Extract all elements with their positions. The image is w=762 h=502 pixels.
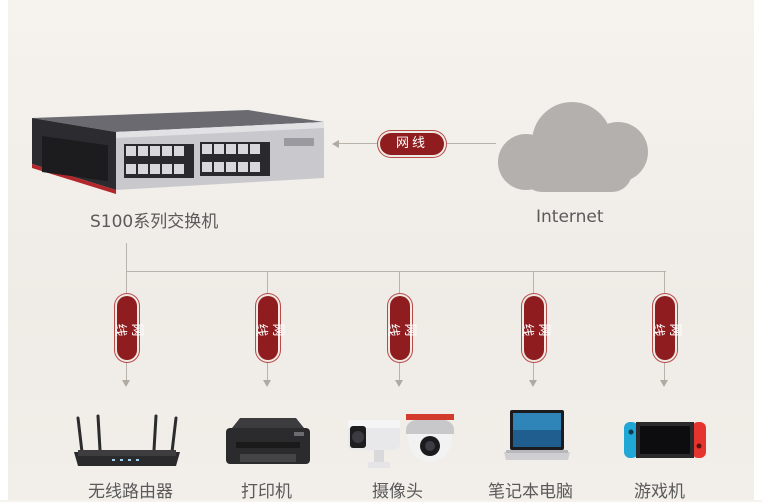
printer-icon — [226, 418, 310, 464]
trunk-line-vertical — [126, 243, 127, 271]
branch-cable-badge: 网线 — [110, 296, 144, 360]
uplink-arrowhead — [332, 140, 339, 148]
cloud-label: Internet — [536, 207, 604, 227]
device-label: 摄像头 — [372, 482, 423, 502]
branch-cable-badge: 网线 — [648, 296, 682, 360]
branch-arrowhead — [660, 380, 668, 387]
router-icon — [74, 414, 180, 466]
cloud-icon — [498, 102, 648, 192]
branch-cable-badge: 网线 — [383, 296, 417, 360]
frame-left — [0, 0, 8, 500]
laptop-icon — [504, 410, 570, 460]
frame-right — [754, 0, 762, 500]
device-label: 笔记本电脑 — [488, 482, 573, 502]
branch-arrowhead — [263, 380, 271, 387]
branch-arrowhead — [529, 380, 537, 387]
branch-arrowhead — [395, 380, 403, 387]
branch-cable-badge: 网线 — [517, 296, 551, 360]
switch-icon — [32, 110, 324, 194]
switch-label: S100系列交换机 — [90, 212, 219, 232]
device-label: 无线路由器 — [88, 482, 173, 502]
camera-icon — [348, 414, 454, 468]
branch-arrowhead — [122, 380, 130, 387]
game-console-icon — [624, 422, 706, 458]
branch-cable-badge: 网线 — [251, 296, 285, 360]
uplink-cable-badge: 网线 — [380, 133, 444, 155]
trunk-line-horizontal — [126, 271, 666, 272]
device-label: 打印机 — [241, 482, 292, 502]
device-label: 游戏机 — [634, 482, 685, 502]
